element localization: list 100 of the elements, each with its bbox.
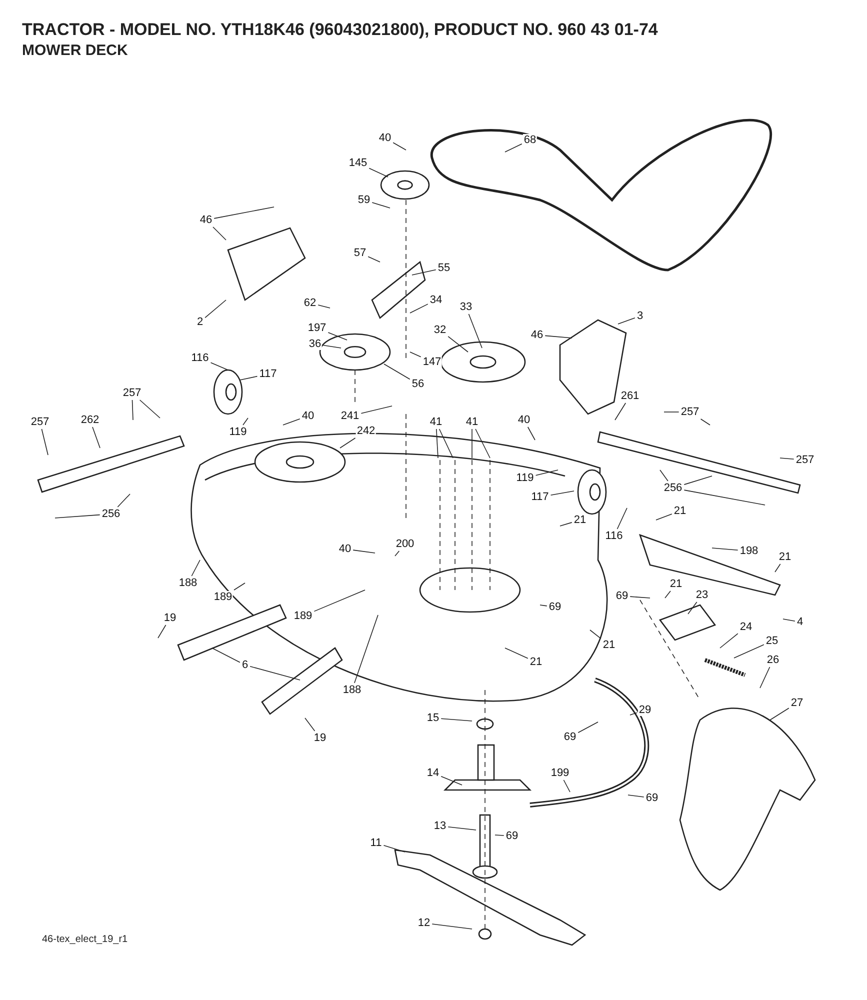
leader-line xyxy=(700,418,710,426)
callout-number: 256 xyxy=(100,508,122,520)
leader-line xyxy=(384,364,410,380)
leader-line xyxy=(448,336,468,352)
callout-number: 69 xyxy=(562,731,578,743)
callout-number: 4 xyxy=(796,616,804,628)
callout-number: 262 xyxy=(80,414,100,426)
leader-line xyxy=(240,376,258,380)
leader-line xyxy=(204,300,226,318)
leader-line xyxy=(544,335,572,338)
drawing-number: 46-tex_elect_19_r1 xyxy=(42,934,128,945)
leader-line xyxy=(410,304,428,314)
leader-line xyxy=(618,317,636,324)
callout-number: 26 xyxy=(766,654,780,666)
leader-line xyxy=(322,344,342,348)
callout-number: 116 xyxy=(190,352,210,364)
leader-line xyxy=(782,618,796,622)
leader-line xyxy=(560,522,572,526)
subtitle: MOWER DECK xyxy=(22,42,128,59)
leader-line xyxy=(41,428,48,456)
leader-line xyxy=(614,402,626,420)
callout-number: 69 xyxy=(504,830,520,842)
callout-number: 55 xyxy=(436,262,452,274)
leader-line xyxy=(92,426,100,448)
callout-number: 33 xyxy=(458,301,474,313)
leader-line xyxy=(684,476,712,485)
leader-line xyxy=(432,924,472,930)
callout-number: 21 xyxy=(778,551,792,563)
leader-line xyxy=(504,144,522,152)
callout-number: 69 xyxy=(614,590,630,602)
leader-line xyxy=(242,418,248,426)
callout-number: 32 xyxy=(432,324,448,336)
leader-line xyxy=(684,490,766,506)
leader-line xyxy=(158,624,166,638)
leader-line xyxy=(282,418,300,426)
callout-number: 25 xyxy=(764,635,780,647)
callout-number: 41 xyxy=(464,416,480,428)
callout-number: 56 xyxy=(410,378,426,390)
leader-line xyxy=(368,256,380,262)
leader-line xyxy=(563,780,570,792)
leader-line xyxy=(590,630,602,639)
callout-number: 21 xyxy=(602,639,616,651)
leader-line xyxy=(770,708,790,720)
leader-line xyxy=(392,142,406,150)
callout-number: 21 xyxy=(572,514,588,526)
leader-line xyxy=(394,550,400,556)
callout-number: 40 xyxy=(378,132,392,144)
leader-line xyxy=(214,206,274,219)
callout-number: 46 xyxy=(530,329,544,341)
callout-number: 119 xyxy=(228,426,248,438)
leader-line xyxy=(412,269,436,276)
callout-number: 189 xyxy=(292,610,314,622)
leader-line xyxy=(139,400,160,418)
callout-number: 256 xyxy=(662,482,684,494)
title: TRACTOR - MODEL NO. YTH18K46 (96043021800), PRODUCT NO. 960 43 01-74 xyxy=(22,20,658,40)
leader-line xyxy=(360,406,392,414)
callout-number: 188 xyxy=(178,577,198,589)
callout-number: 14 xyxy=(426,767,440,779)
callout-number: 2 xyxy=(196,316,204,328)
callout-number: 40 xyxy=(516,414,532,426)
leader-line xyxy=(318,304,330,308)
leader-line xyxy=(468,314,482,348)
leader-line xyxy=(328,332,348,340)
leader-line xyxy=(720,633,738,648)
leader-line xyxy=(656,514,672,520)
leader-line xyxy=(734,644,764,658)
leader-line xyxy=(54,514,100,518)
leader-line xyxy=(340,438,356,448)
callout-number: 27 xyxy=(790,697,804,709)
leader-line xyxy=(578,722,598,734)
callout-number: 29 xyxy=(638,704,652,716)
leader-line xyxy=(630,712,638,716)
leader-line xyxy=(117,494,130,508)
callout-number: 189 xyxy=(212,591,234,603)
leader-line xyxy=(352,550,376,554)
callout-number: 119 xyxy=(515,472,535,484)
leader-line xyxy=(212,648,240,663)
callout-number: 117 xyxy=(530,491,550,503)
callout-number: 46 xyxy=(198,214,214,226)
callout-number: 13 xyxy=(432,820,448,832)
leader-line xyxy=(438,428,454,458)
leader-line xyxy=(475,428,490,458)
leader-line xyxy=(234,582,246,590)
leader-line xyxy=(630,596,650,598)
callout-number: 24 xyxy=(738,621,754,633)
callout-number: 198 xyxy=(738,545,760,557)
leader-line xyxy=(354,614,378,684)
callout-number: 199 xyxy=(550,767,570,779)
callout-number: 257 xyxy=(30,416,50,428)
leader-line xyxy=(660,470,668,482)
callout-number: 257 xyxy=(794,454,816,466)
callout-number: 21 xyxy=(672,505,688,517)
leader-line xyxy=(540,604,548,606)
callout-number: 40 xyxy=(338,543,352,555)
callout-number: 145 xyxy=(348,157,368,169)
leader-line xyxy=(616,508,628,530)
leader-line xyxy=(210,362,228,370)
callout-number: 40 xyxy=(300,410,316,422)
callout-number: 11 xyxy=(369,837,383,849)
callout-number: 59 xyxy=(356,194,372,206)
